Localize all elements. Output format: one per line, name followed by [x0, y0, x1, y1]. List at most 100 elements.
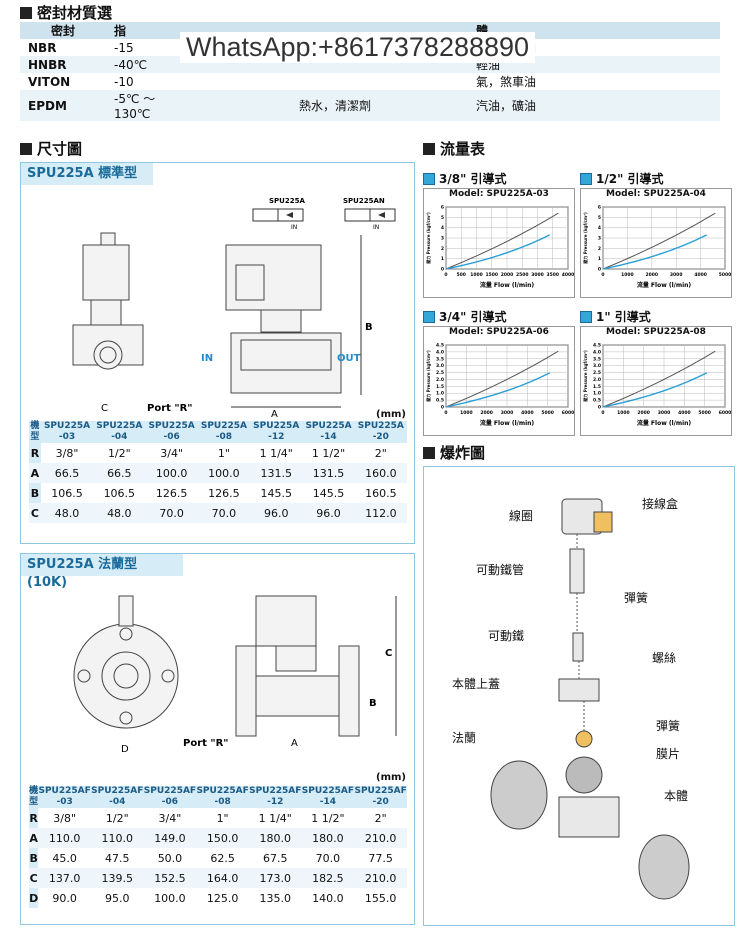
y-tick-label: 1.0	[436, 391, 444, 397]
table-cell: 48.0	[93, 503, 146, 523]
table-cell: 106.5	[51, 486, 83, 500]
table-cell: 2"	[374, 446, 387, 460]
y-tick-label: 4.5	[593, 343, 601, 349]
flange-port-label: Port "R"	[183, 738, 229, 749]
x-tick-label: 4000	[678, 410, 691, 416]
flow-chart-head-text: 1/2" 引導式	[596, 172, 664, 186]
table-cell: 1 1/2"	[311, 446, 346, 460]
table-cell: 3/8"	[53, 811, 76, 825]
flow-chart-heading: 1" 引導式	[580, 308, 651, 325]
x-tick-label: 5000	[541, 410, 554, 416]
table-corner: 機型	[29, 786, 39, 808]
y-tick-label: 5	[598, 215, 601, 221]
table-cell: 164.0	[196, 868, 249, 888]
row-label: B	[29, 848, 39, 868]
exploded-drawing	[490, 498, 690, 900]
table-cell: 152.5	[143, 868, 197, 888]
table-cell: 96.0	[250, 503, 303, 523]
y-tick-label: 2	[441, 246, 444, 252]
y-tick-label: 4.5	[436, 343, 444, 349]
table-corner: 機型	[29, 421, 41, 443]
chart-bullet-icon	[580, 172, 592, 185]
y-tick-label: 3.5	[436, 356, 444, 362]
x-tick-label: 0	[444, 272, 447, 278]
series-line	[602, 372, 708, 408]
flange-dim-a: A	[291, 738, 298, 749]
table-cell: 110.0	[38, 828, 91, 848]
y-tick-label: 0	[441, 405, 444, 411]
y-tick-label: 4	[441, 225, 444, 231]
y-tick-label: 3.5	[593, 356, 601, 362]
row-label: B	[29, 483, 41, 503]
table-cell: 131.5	[250, 463, 303, 483]
x-tick-label: 1000	[460, 410, 473, 416]
table-cell: 137.0	[38, 868, 91, 888]
y-tick-label: 2	[598, 246, 601, 252]
x-tick-label: 3500	[546, 272, 559, 278]
flow-chart-model: Model: SPU225A-06	[449, 327, 549, 337]
series-line	[602, 350, 716, 408]
table-cell: 173.0	[248, 868, 302, 888]
table-cell: 180.0	[301, 828, 355, 848]
table-cell: 160.5	[365, 486, 397, 500]
x-tick-label: 1000	[617, 410, 630, 416]
y-tick-label: 0	[441, 267, 444, 273]
flange-dim-b: B	[369, 698, 377, 709]
x-tick-label: 2000	[501, 272, 514, 278]
valve-symbol-1	[252, 208, 304, 222]
flange-dim-c: C	[385, 648, 392, 659]
table-col-header: SPU225A -14	[302, 421, 355, 443]
table-cell: 95.0	[105, 891, 130, 905]
y-tick-label: 0	[598, 267, 601, 273]
table-cell: 66.5	[93, 463, 146, 483]
y-tick-label: 2.5	[436, 370, 444, 376]
table-cell: 3/4"	[160, 446, 183, 460]
part-label-junction-box: 接線盒	[642, 497, 679, 511]
table-cell: 96.0	[302, 503, 355, 523]
flow-section-title: 流量表	[423, 138, 485, 159]
seal-name: EPDM	[20, 90, 106, 121]
symbol2-in: IN	[373, 224, 379, 231]
y-axis-label: 壓力 Pressure (kgf/cm²)	[425, 212, 431, 265]
seal-table: 密封 指 體 NBR-15汽油，柴油 HNBR-40℃輕油 VITON-10氣，…	[20, 22, 720, 121]
y-tick-label: 2.0	[593, 377, 601, 383]
x-tick-label: 1000	[470, 272, 483, 278]
table-cell: 2"	[374, 811, 387, 825]
table-cell: 149.0	[143, 828, 197, 848]
right-view	[225, 244, 342, 394]
table-col-header: SPU225A -12	[250, 421, 303, 443]
table-col-header: SPU225AF -14	[301, 786, 355, 808]
unit-label: (mm)	[376, 409, 406, 420]
table-cell: 1 1/2"	[311, 811, 345, 825]
table-cell: 70.0	[315, 851, 341, 865]
table-cell: 100.0	[197, 463, 251, 483]
part-label-spring-1: 彈簧	[624, 591, 649, 605]
part-label-plunger-tube: 可動鐵管	[476, 563, 525, 577]
port-label-c: C	[101, 403, 108, 414]
x-tick-label: 3000	[501, 410, 514, 416]
y-tick-label: 1.5	[593, 384, 601, 390]
x-tick-label: 500	[457, 272, 466, 278]
y-tick-label: 0.5	[436, 398, 444, 404]
seal-header-cell: 指	[106, 22, 202, 39]
x-tick-label: 5000	[698, 410, 711, 416]
seal-name: HNBR	[20, 56, 106, 73]
x-axis-label: 流量 Flow (l/min)	[480, 419, 535, 427]
series-line	[445, 234, 551, 270]
x-tick-label: 3000	[531, 272, 544, 278]
y-tick-label: 3.0	[593, 363, 601, 369]
exploded-title-text: 爆炸圖	[440, 444, 486, 462]
watermark: WhatsApp:+8617378288890	[180, 32, 536, 63]
x-tick-label: 3000	[670, 272, 683, 278]
seal-fluid	[202, 73, 468, 90]
y-tick-label: 3	[598, 236, 601, 242]
table-cell: 145.5	[312, 486, 345, 500]
table-cell: 1 1/4"	[258, 811, 292, 825]
